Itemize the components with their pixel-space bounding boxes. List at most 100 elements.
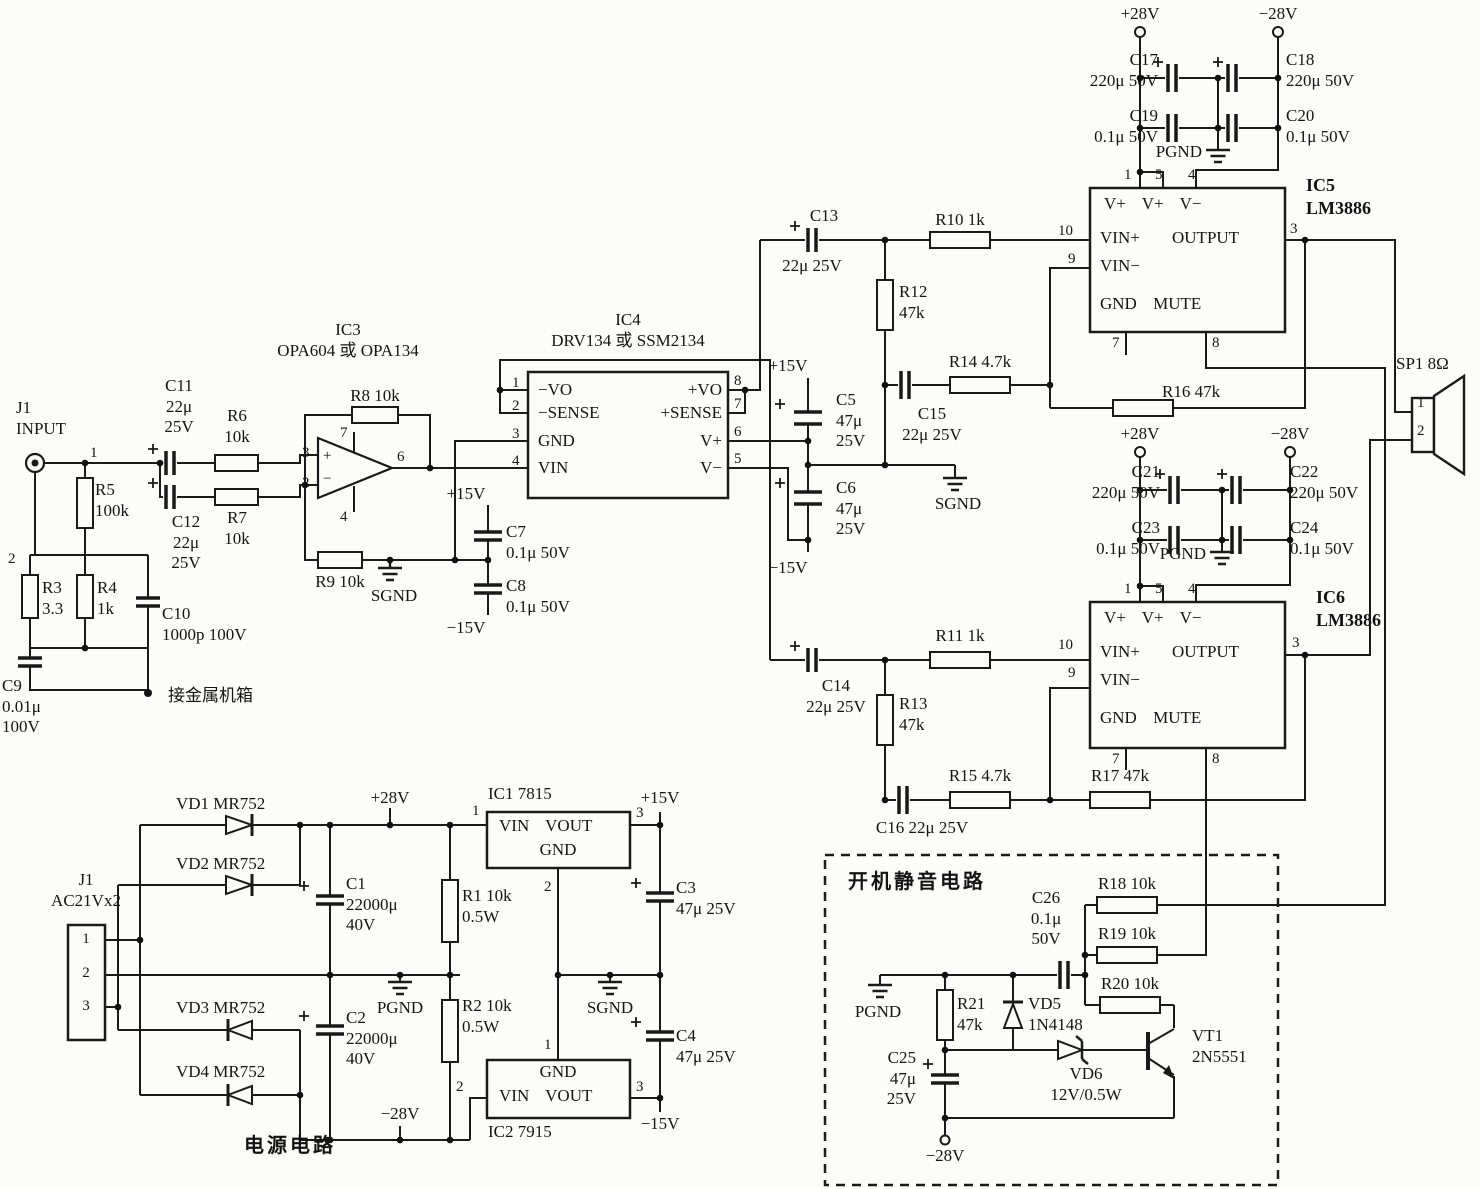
cap-c4-symbol — [646, 1030, 674, 1042]
resistor-r19-label: R19 10k — [1097, 924, 1157, 943]
ic6-pin8-number: 8 — [1212, 751, 1220, 767]
m15v-label-rail: −15V — [768, 558, 808, 577]
cap-c7-symbol — [474, 530, 502, 542]
j1-ac-pin1-number: 1 — [82, 931, 90, 947]
ic2-pin3-number: 3 — [636, 1079, 644, 1095]
ic5-title: IC5 LM3886 — [1306, 175, 1371, 218]
cap-c24-symbol — [1230, 526, 1242, 554]
ic4-sense-plus-label: +SENSE — [660, 403, 722, 422]
resistor-r9-symbol — [317, 551, 363, 569]
cap-c17-label: C17 220μ 50V — [1089, 50, 1158, 90]
ic3-label: IC3 OPA604 或 OPA134 — [277, 320, 419, 360]
cap-c23-label: C23 0.1μ 50V — [1096, 518, 1160, 558]
cap-c2-symbol — [316, 1024, 344, 1036]
ic5-pin4-number: 4 — [1188, 167, 1196, 183]
cap-c18-label: C18 220μ 50V — [1286, 50, 1355, 90]
cap-c1-label: C1 22000μ 40V — [346, 874, 398, 935]
pgnd-symbol-ic6 — [1210, 550, 1234, 566]
cap-c20-label: C20 0.1μ 50V — [1286, 106, 1350, 146]
j1-input-label: J1 INPUT — [16, 398, 67, 438]
wire-input-net — [29, 454, 318, 693]
ic5-pin1-number: 1 — [1124, 167, 1132, 183]
diode-vd2-symbol — [225, 874, 256, 896]
p15v-label-ic4: +15V — [446, 484, 486, 503]
ic6-vinm-label: VIN− — [1100, 670, 1140, 689]
transistor-vt1-label: VT1 2N5551 — [1192, 1026, 1247, 1066]
j1-ac-pin2-number: 2 — [82, 965, 90, 981]
sgnd-symbol-rail — [943, 476, 967, 492]
ic5-pin3-number: 3 — [1290, 221, 1298, 237]
ic5-pin9-number: 9 — [1068, 251, 1076, 267]
cap-c13-symbol — [806, 228, 818, 252]
diode-vd4-label: VD4 MR752 — [176, 1062, 266, 1081]
sgnd-label-opamp: SGND — [370, 586, 418, 605]
ic4-vminus-label: V− — [700, 458, 722, 477]
resistor-r5-label: R5 100k — [95, 480, 129, 520]
cap-c6-symbol — [794, 490, 822, 506]
ic6-pin3-number: 3 — [1292, 635, 1300, 651]
cap-c15-label: C15 22μ 25V — [902, 404, 962, 444]
resistor-r13-label: R13 47k — [899, 694, 928, 734]
opamp-pin2-number: 2 — [302, 475, 310, 491]
p28v-label-ic6: +28V — [1120, 424, 1160, 443]
m15v-label-psu: −15V — [640, 1114, 680, 1133]
resistor-r14-symbol — [949, 376, 1011, 394]
cap-c16-symbol — [897, 786, 909, 814]
diode-vd3-symbol — [225, 1019, 253, 1041]
polarity-plus-marks — [148, 57, 1227, 1069]
resistor-r17-label: R17 47k — [1090, 766, 1150, 785]
wire-ic5-supply — [1125, 37, 1386, 906]
resistor-r21-label: R21 47k — [957, 994, 986, 1034]
transistor-vt1-symbol — [1146, 1028, 1175, 1079]
ic6-pin9-number: 9 — [1068, 665, 1076, 681]
cap-c17-symbol — [1166, 64, 1178, 92]
ic1-vinvout-label: VIN VOUT — [499, 816, 593, 835]
resistor-r18-label: R18 10k — [1097, 874, 1157, 893]
speaker-sp1-symbol — [1410, 373, 1466, 477]
pgnd-symbol-ic5 — [1206, 148, 1230, 164]
resistor-r12-symbol — [876, 279, 894, 331]
resistor-r15-symbol — [949, 791, 1011, 809]
cap-c5-symbol — [794, 410, 822, 426]
m28v-label-psu: −28V — [380, 1104, 420, 1123]
speaker-pin2-number: 2 — [1417, 423, 1425, 439]
sgnd-symbol-psu — [598, 980, 622, 996]
ic2-vinvout-label: VIN VOUT — [499, 1086, 593, 1105]
resistor-r1-label: R1 10k 0.5W — [462, 886, 512, 926]
m28v-label-ic5: −28V — [1258, 4, 1298, 23]
diode-vd5-symbol — [1002, 1001, 1024, 1029]
ic6-pin1-number: 1 — [1124, 581, 1132, 597]
pgnd-label-mute: PGND — [854, 1002, 902, 1021]
cap-c26-symbol — [1058, 961, 1070, 989]
ic4-pin5-number: 5 — [734, 451, 742, 467]
ic5-output-label: OUTPUT — [1172, 228, 1240, 247]
cap-c19-label: C19 0.1μ 50V — [1094, 106, 1158, 146]
chassis-note-label: 接金属机箱 — [168, 686, 253, 705]
resistor-r6-label: R6 10k — [224, 406, 250, 446]
resistor-r15-label: R15 4.7k — [948, 766, 1012, 785]
ic5-vinp-label: VIN+ — [1100, 228, 1140, 247]
ic6-pin5-number: 5 — [1155, 581, 1163, 597]
cap-c11-symbol — [164, 451, 176, 475]
opamp-ic3-symbol — [316, 436, 395, 500]
cap-c3-label: C3 47μ 25V — [676, 878, 736, 918]
ic5-pin7-number: 7 — [1112, 335, 1120, 351]
p15v-label-psu: +15V — [640, 788, 680, 807]
opamp-pin6-number: 6 — [397, 449, 405, 465]
m15v-label-ic4: −15V — [446, 618, 486, 637]
zener-vd6-label: VD6 12V/0.5W — [1050, 1064, 1122, 1104]
cap-c22-label: C22 220μ 50V — [1290, 462, 1359, 502]
cap-c9-symbol — [18, 656, 42, 668]
p15v-label-rail: +15V — [768, 356, 808, 375]
resistor-r8-label: R8 10k — [350, 386, 400, 405]
p28v-label-psu: +28V — [370, 788, 410, 807]
ic2-box — [485, 1058, 632, 1120]
resistor-r2-symbol — [441, 999, 459, 1063]
ic5-pin5-number: 5 — [1155, 167, 1163, 183]
resistor-r3-symbol — [21, 574, 39, 619]
ic4-sense-minus-label: −SENSE — [538, 403, 600, 422]
cap-c24-label: C24 0.1μ 50V — [1290, 518, 1354, 558]
cap-c14-label: C14 22μ 25V — [806, 676, 866, 716]
ic6-pin10-number: 10 — [1058, 637, 1073, 653]
ic4-pin4-number: 4 — [512, 453, 520, 469]
